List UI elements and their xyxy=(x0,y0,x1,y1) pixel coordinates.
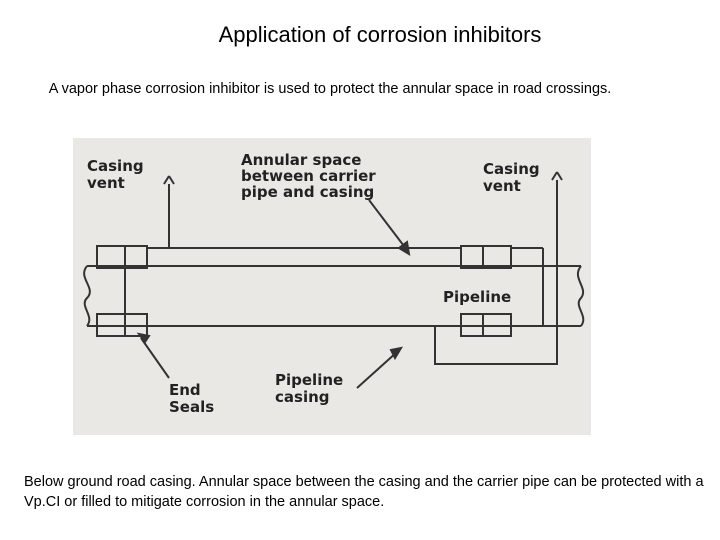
end-seals-line-1: End xyxy=(169,381,201,399)
road-casing-diagram: Casing vent Annular space between carrie… xyxy=(73,138,591,435)
pipeline-casing-line-1: Pipeline xyxy=(275,371,343,389)
carrier-pipe-shape xyxy=(83,265,585,327)
casing-vent-left-line-2: vent xyxy=(87,174,125,192)
casing-vent-right-line-2: vent xyxy=(483,177,521,195)
diagram-caption: Below ground road casing. Annular space … xyxy=(24,474,704,510)
pipeline-label: Pipeline xyxy=(443,288,511,306)
slide-title: Application of corrosion inhibitors xyxy=(218,22,542,47)
pipeline-casing-label: Pipeline casing xyxy=(275,371,348,406)
annular-space-label: Annular space between carrier pipe and c… xyxy=(241,151,381,201)
pipeline-casing-arrow xyxy=(356,346,404,389)
annular-space-line-2: between carrier xyxy=(241,167,376,185)
casing-vent-right-pipe xyxy=(434,171,563,365)
casing-vent-left-line-1: Casing xyxy=(87,157,144,175)
annular-space-line-3: pipe and casing xyxy=(241,183,374,201)
casing-vent-right-label: Casing vent xyxy=(483,160,545,195)
diagram-background xyxy=(73,138,591,435)
slide-subtitle: A vapor phase corrosion inhibitor is use… xyxy=(48,81,612,97)
end-seals-label: End Seals xyxy=(169,381,214,416)
casing-vent-right-line-1: Casing xyxy=(483,160,540,178)
end-seals-line-2: Seals xyxy=(169,398,214,416)
pipeline-casing-line-2: casing xyxy=(275,388,330,406)
casing-vent-left-pipe xyxy=(163,175,175,248)
end-seals-arrow xyxy=(136,332,170,379)
annular-space-arrow xyxy=(368,199,411,256)
annular-space-line-1: Annular space xyxy=(241,151,361,169)
casing-vent-left-label: Casing vent xyxy=(87,157,149,192)
